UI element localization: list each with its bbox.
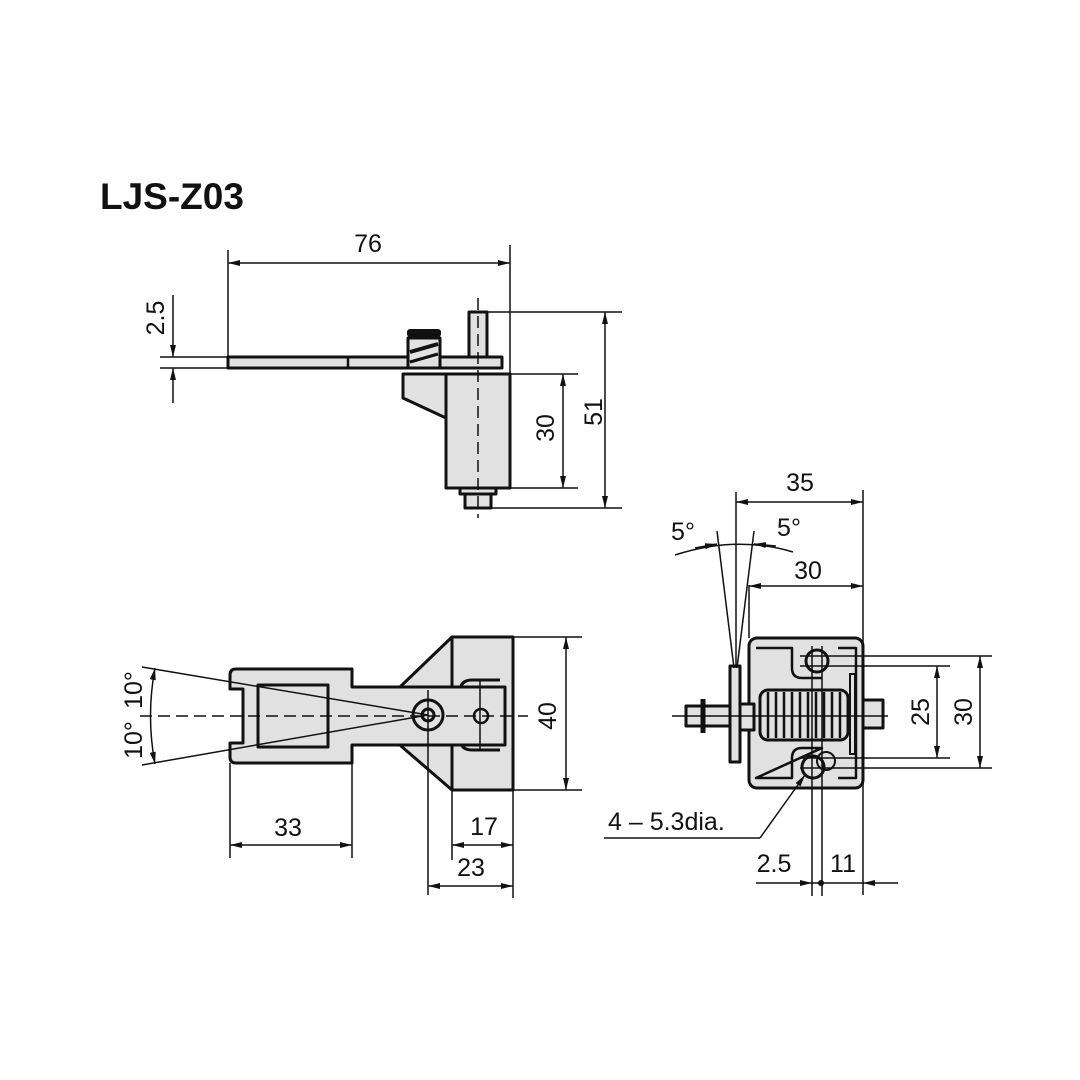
plate — [226, 355, 504, 370]
top-view: 10° 10° 40 33 17 23 — [120, 635, 582, 898]
dim-angle-up: 10° — [120, 671, 148, 709]
dim-11: 11 — [830, 850, 856, 878]
right-nut — [861, 698, 885, 730]
dim-angle-right: 5° — [777, 514, 801, 542]
dim-25: 25 — [907, 698, 935, 726]
model-title: LJS-Z03 — [100, 176, 244, 217]
dim-76: 76 — [354, 230, 382, 258]
dim-33: 33 — [274, 814, 302, 842]
side-view: 76 2.5 30 51 — [142, 230, 622, 518]
dim-2-5: 2.5 — [142, 301, 170, 336]
dim-angle-left: 5° — [671, 518, 695, 546]
dim-35: 35 — [786, 469, 814, 497]
dim-30-side: 30 — [532, 414, 560, 442]
dim-23: 23 — [457, 854, 485, 882]
body — [401, 372, 512, 490]
dim-30-height: 30 — [950, 698, 978, 726]
hole-spec-label: 4 – 5.3dia. — [608, 808, 725, 836]
mount-hole-top — [804, 648, 830, 674]
dim-angle-down: 10° — [120, 721, 148, 759]
mount-hole-bottom — [800, 754, 826, 780]
front-view: 5° 5° 35 30 25 30 4 – 5.3dia. 2.5 11 — [604, 469, 992, 896]
dim-51: 51 — [580, 398, 608, 426]
dim-17: 17 — [470, 813, 498, 841]
spring-coil — [758, 688, 850, 742]
dim-2-5-front: 2.5 — [757, 850, 792, 878]
dim-30-front: 30 — [794, 557, 822, 585]
dim-40: 40 — [534, 702, 562, 730]
